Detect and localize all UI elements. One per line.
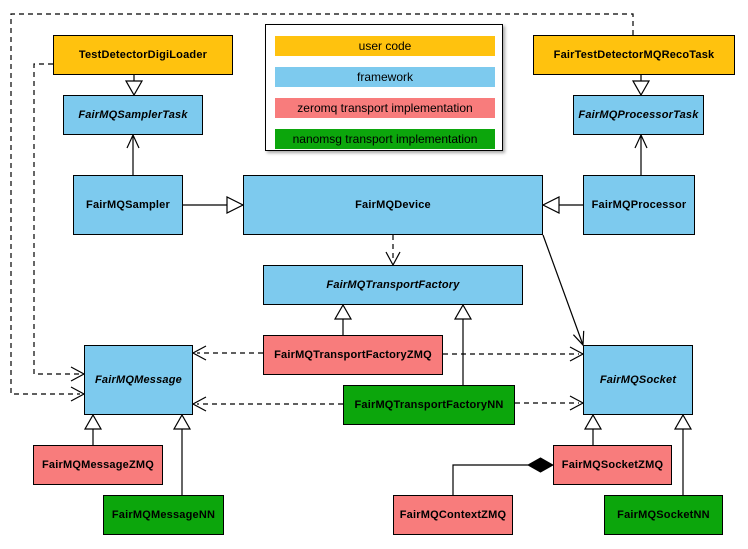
legend-label: zeromq transport implementation (297, 101, 473, 115)
legend-item-user-code: user code (275, 36, 495, 56)
edge-fairmqtransportfactoryzmq-fairmqtransportfactory (333, 303, 353, 335)
edge-fairmqprocessor-fairmqdevice (541, 196, 583, 214)
node-fairmqsocketnn: FairMQSocketNN (604, 495, 723, 535)
edge-fairmqtransportfactorynn-fairmqsocket (515, 395, 585, 411)
node-fairmqtransportfactorynn: FairMQTransportFactoryNN (343, 385, 515, 425)
legend-label: user code (358, 39, 412, 53)
legend-item-nanomsg: nanomsg transport implementation (275, 129, 495, 149)
edge-fairmqtransportfactoryzmq-fairmqsocket (443, 346, 585, 362)
node-fairmqmessagezmq: FairMQMessageZMQ (33, 445, 163, 485)
node-fairmqsocketzmq: FairMQSocketZMQ (553, 445, 672, 485)
node-fairmqprocessortask: FairMQProcessorTask (573, 95, 704, 135)
edge-testdetectordigiloader-fairmqsamplertask (124, 75, 144, 97)
node-fairmqdevice: FairMQDevice (243, 175, 543, 235)
node-fairmqtransportfactory: FairMQTransportFactory (263, 265, 523, 305)
edge-fairmqsocketzmq-fairmqsocket (583, 413, 603, 445)
edge-fairmqtransportfactorynn-fairmqmessage (191, 396, 343, 412)
edge-fairmqmessagezmq-fairmqmessage (83, 413, 103, 445)
node-fairmqprocessor: FairMQProcessor (583, 175, 695, 235)
node-fairmqcontextzmq: FairMQContextZMQ (393, 495, 513, 535)
edge-fairtestdetectormqrecotask-fairmqprocessortask (631, 75, 651, 97)
edge-fairmqsampler-fairmqdevice (183, 196, 245, 214)
legend-item-framework: framework (275, 67, 495, 87)
node-fairmqsamplertask: FairMQSamplerTask (63, 95, 203, 135)
node-testdetectordigiloader: TestDetectorDigiLoader (53, 35, 233, 75)
edge-fairmqmessagenn-fairmqmessage (172, 413, 192, 495)
node-fairtestdetectormqrecotask: FairTestDetectorMQRecoTask (533, 35, 735, 75)
edge-fairmqsocketzmq-fairmqcontextzmq (452, 457, 555, 495)
edge-fairmqtransportfactoryzmq-fairmqmessage (191, 345, 263, 361)
node-fairmqmessage: FairMQMessage (84, 345, 193, 415)
node-fairmqsampler: FairMQSampler (73, 175, 183, 235)
legend-label: framework (356, 70, 413, 84)
node-fairmqmessagenn: FairMQMessageNN (103, 495, 224, 535)
edge-fairmqsampler-fairmqsamplertask (126, 133, 140, 175)
legend-label: nanomsg transport implementation (292, 132, 478, 146)
legend: user code framework zeromq transport imp… (265, 24, 503, 151)
legend-item-zeromq: zeromq transport implementation (275, 98, 495, 118)
edge-fairmqsocketnn-fairmqsocket (673, 413, 693, 495)
node-fairmqtransportfactoryzmq: FairMQTransportFactoryZMQ (263, 335, 443, 375)
edge-fairmqdevice-fairmqsocket (542, 234, 585, 347)
edge-fairmqprocessor-fairmqprocessortask (634, 133, 648, 175)
edge-fairmqdevice-fairmqtransportfactory (385, 235, 401, 267)
edge-fairmqtransportfactorynn-fairmqtransportfactory (453, 303, 473, 385)
node-fairmqsocket: FairMQSocket (583, 345, 693, 415)
